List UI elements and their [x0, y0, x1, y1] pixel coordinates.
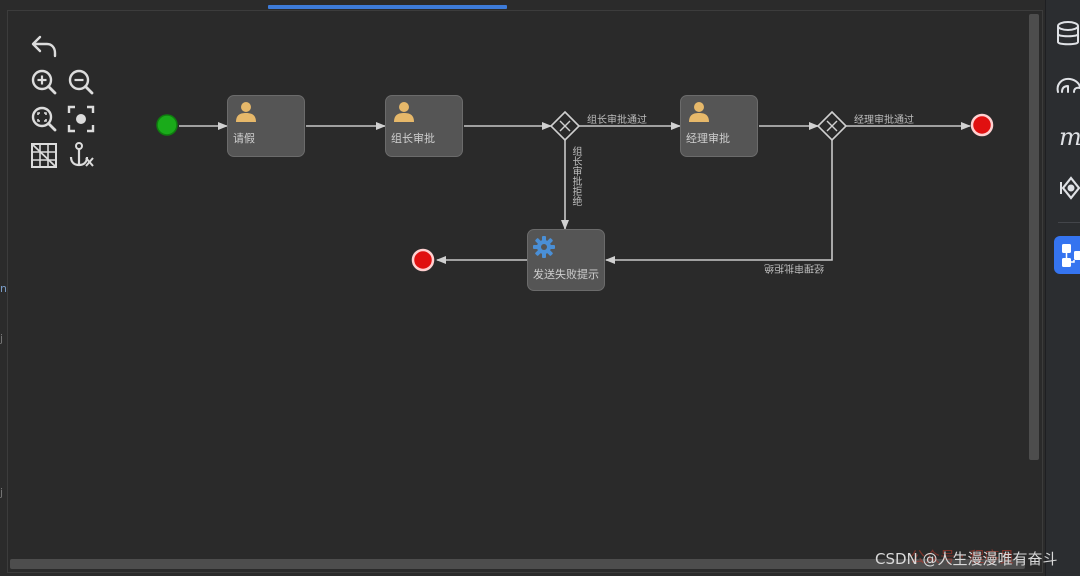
watermark-overlay: 公众号 · 程序员: [910, 548, 1015, 566]
service-task-send-failure[interactable]: 发送失败提示: [527, 229, 605, 291]
undo-icon[interactable]: [29, 31, 59, 61]
start-event[interactable]: [156, 114, 178, 136]
diagram-icon: [1062, 244, 1080, 267]
user-task-team-lead-approval[interactable]: 组长审批: [385, 95, 463, 157]
active-tab-indicator[interactable]: [268, 5, 507, 9]
zoom-out-icon[interactable]: [66, 67, 96, 97]
grid-icon[interactable]: [29, 140, 59, 170]
zoom-fit-icon[interactable]: [29, 104, 59, 134]
diagram-canvas[interactable]: [7, 10, 1043, 573]
zoom-in-icon[interactable]: [29, 67, 59, 97]
end-event-approved[interactable]: [970, 113, 994, 137]
task-label: 组长审批: [391, 132, 435, 145]
database-icon[interactable]: [1054, 19, 1080, 49]
user-task-manager-approval[interactable]: 经理审批: [680, 95, 758, 157]
edge-label-team-lead-approved: 组长审批通过: [587, 115, 647, 126]
user-icon: [236, 102, 256, 122]
m-letter-icon[interactable]: m: [1054, 121, 1080, 151]
edge-label-team-lead-rejected: 组长审批拒绝: [570, 146, 581, 206]
edge-label-manager-rejected: 经理审批拒绝: [764, 262, 824, 273]
task-label: 经理审批: [686, 132, 730, 145]
vertical-scrollbar-thumb[interactable]: [1029, 14, 1039, 460]
sidebar-item-diagram[interactable]: [1054, 236, 1080, 274]
left-panel-edge: n j j: [0, 0, 7, 576]
left-panel-fragment: n: [0, 282, 6, 295]
user-icon: [394, 102, 414, 122]
user-task-leave-request[interactable]: 请假: [227, 95, 305, 157]
anchor-icon[interactable]: [66, 140, 96, 170]
sidebar-separator: [1058, 222, 1080, 223]
right-tool-sidebar: m: [1045, 0, 1080, 576]
exclusive-gateway-manager[interactable]: [816, 110, 848, 142]
watermark: CSDN @人生漫漫唯有奋斗: [875, 550, 1058, 568]
svg-text:m: m: [1059, 123, 1080, 150]
edge-label-manager-approved: 经理审批通过: [854, 115, 914, 126]
left-panel-fragment: j: [0, 486, 4, 499]
target-icon[interactable]: [1054, 173, 1080, 203]
elephant-icon[interactable]: [1054, 71, 1080, 101]
gear-icon: [533, 236, 555, 258]
exclusive-gateway-teamlead[interactable]: [549, 110, 581, 142]
end-event-rejected[interactable]: [411, 248, 435, 272]
user-icon: [689, 102, 709, 122]
flow-gateway2-to-failure[interactable]: [605, 140, 833, 264]
horizontal-scrollbar-thumb[interactable]: [10, 559, 1025, 569]
task-label: 请假: [233, 132, 255, 145]
left-panel-fragment: j: [0, 332, 4, 345]
editor-tab-strip: [0, 0, 1045, 10]
task-label: 发送失败提示: [533, 268, 599, 281]
focus-icon[interactable]: [66, 104, 96, 134]
